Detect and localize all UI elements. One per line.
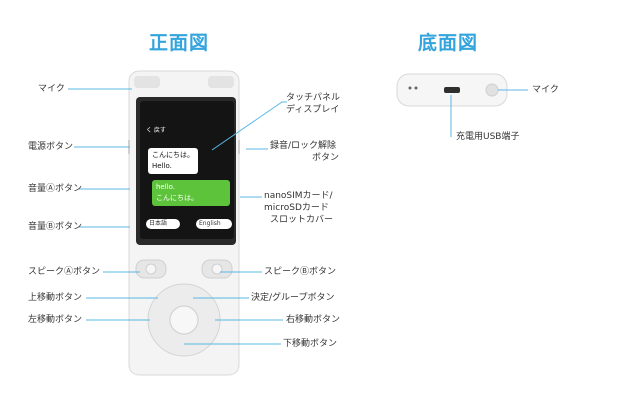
lang-pill-2: English — [196, 219, 232, 229]
bottom-view-title: 底面図 — [418, 32, 479, 54]
label-mic-bottom: マイク — [532, 85, 559, 95]
device-bottom — [396, 73, 508, 107]
front-mic-right — [208, 76, 234, 88]
bubble-en2-text: hello. — [156, 183, 176, 191]
lang-pill-1: 日本語 — [146, 219, 180, 229]
label-speak-b: スピークⒷボタン — [264, 267, 337, 277]
label-usb: 充電用USB端子 — [456, 132, 520, 142]
front-mic-left — [134, 76, 160, 88]
label-down: 下移動ボタン — [283, 339, 338, 349]
chat-bubble-jp2: hello. こんにちは。 — [152, 180, 230, 206]
bubble-jp2-text: こんにちは。 — [156, 194, 198, 202]
label-up: 上移動ボタン — [28, 293, 83, 303]
label-power: 電源ボタン — [28, 142, 74, 152]
bubble-en1-text: Hello. — [152, 162, 172, 170]
bubble-jp1-text: こんにちは。 — [152, 151, 194, 159]
front-view-title: 正面図 — [149, 32, 210, 54]
label-sim-2: microSDカード — [264, 203, 329, 213]
label-enter: 決定/グループボタン — [251, 293, 335, 303]
label-record: 録音/ロック解除 — [270, 141, 337, 151]
chat-bubble-jp1: こんにちは。 Hello. — [148, 148, 198, 174]
label-vol-b: 音量Ⓑボタン — [28, 222, 83, 232]
label-right: 右移動ボタン — [286, 315, 341, 325]
dpad-center — [169, 305, 199, 335]
label-vol-a: 音量Ⓐボタン — [28, 184, 83, 194]
bottom-dot-1 — [408, 86, 412, 90]
screen-back: く 戻す — [146, 127, 166, 134]
label-speak-a: スピークⒶボタン — [28, 267, 101, 277]
bottom-dot-2 — [414, 86, 418, 90]
label-sim-3: スロットカバー — [270, 215, 334, 225]
label-record-2: ボタン — [312, 153, 340, 163]
label-display: ディスプレイ — [286, 105, 340, 115]
label-left: 左移動ボタン — [28, 315, 83, 325]
label-sim-1: nanoSIMカード/ — [264, 191, 333, 201]
label-touch-panel: タッチパネル — [286, 93, 341, 103]
usb-port — [444, 87, 460, 93]
label-mic-front: マイク — [38, 84, 65, 94]
